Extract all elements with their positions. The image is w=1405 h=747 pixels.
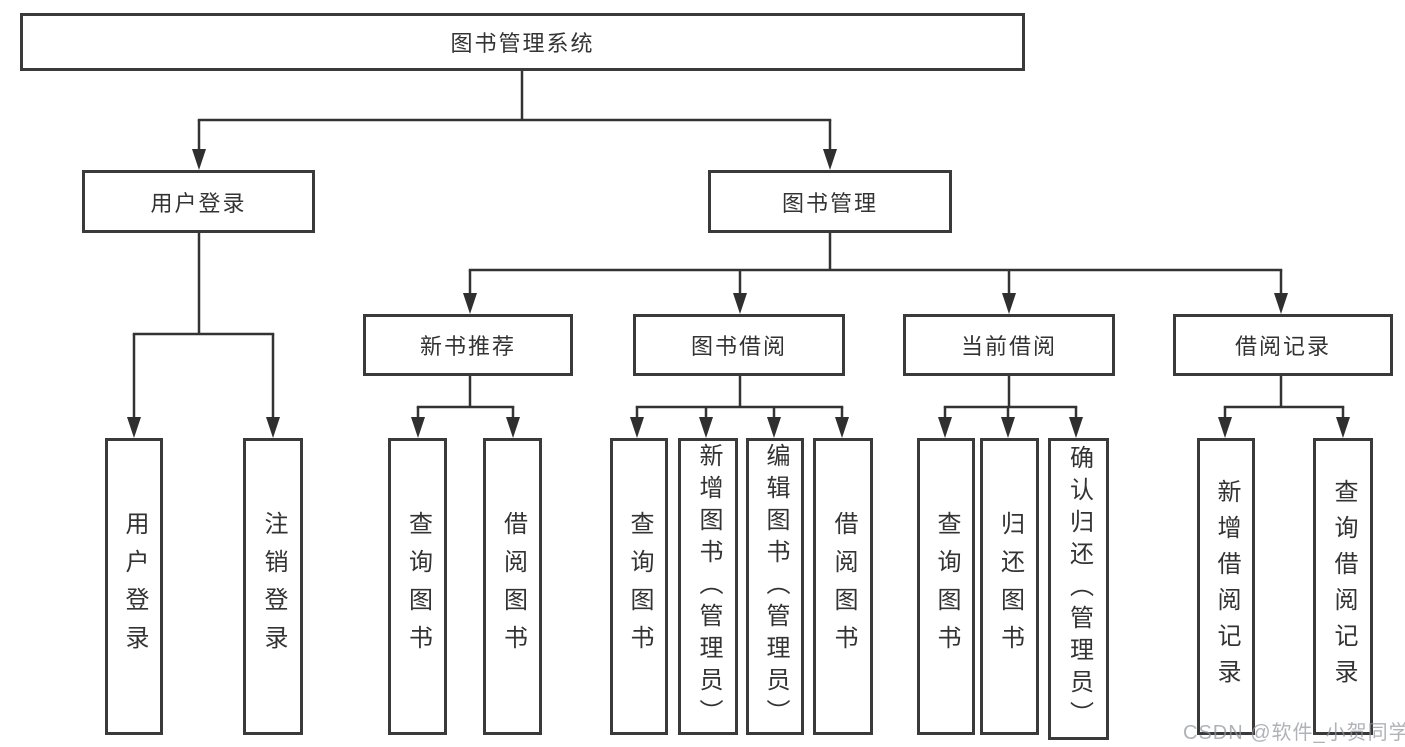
node-return-books: 归还图书 [980,438,1039,735]
node-add-book-admin: 新增图书（管理员） [678,438,738,735]
node-label: 查询图书 [404,510,432,663]
node-label: 图书借阅 [690,334,787,359]
node-query-borrow-record: 查询借阅记录 [1313,438,1373,735]
node-label: 编辑图书（管理员） [762,442,789,731]
node-new-book-recommendation: 新书推荐 [363,314,573,376]
node-label: 新增借阅记录 [1213,478,1240,695]
node-label: 借阅记录 [1234,334,1331,359]
node-root-system: 图书管理系统 [20,13,1025,71]
node-user-login-group: 用户登录 [82,170,315,233]
node-borrow-books-leaf: 借阅图书 [813,438,873,735]
node-current-borrowing: 当前借阅 [903,314,1115,376]
node-user-login-leaf: 用户登录 [105,438,163,735]
node-borrowing-records: 借阅记录 [1173,314,1393,376]
node-add-borrow-record: 新增借阅记录 [1197,438,1255,735]
node-borrow-books-recommend: 借阅图书 [483,438,542,735]
node-label: 查询图书 [626,510,653,663]
node-edit-book-admin: 编辑图书（管理员） [746,438,804,735]
node-book-borrowing: 图书借阅 [633,314,845,376]
node-label: 图书管理系统 [450,31,595,56]
node-label: 归还图书 [996,510,1024,663]
node-label: 借阅图书 [830,510,857,663]
node-query-books-current: 查询图书 [917,438,975,735]
node-query-books-recommend: 查询图书 [388,438,447,735]
node-logout: 注销登录 [243,438,303,735]
node-label: 注销登录 [260,510,287,663]
csdn-watermark: CSDN @软件_小贺同学 [1183,722,1405,744]
node-book-management: 图书管理 [708,170,952,233]
node-label: 新增图书（管理员） [695,442,722,731]
node-label: 确认归还（管理员） [1065,445,1093,733]
node-label: 用户登录 [150,190,247,216]
node-label: 新书推荐 [419,334,516,359]
node-label: 查询借阅记录 [1330,478,1357,695]
node-label: 查询图书 [933,510,960,663]
node-label: 图书管理 [781,190,878,216]
node-label: 用户登录 [121,510,148,663]
node-confirm-return-admin: 确认归还（管理员） [1048,438,1109,740]
node-label: 当前借阅 [960,334,1057,359]
node-query-books-borrowing: 查询图书 [610,438,668,735]
node-label: 借阅图书 [499,510,527,663]
